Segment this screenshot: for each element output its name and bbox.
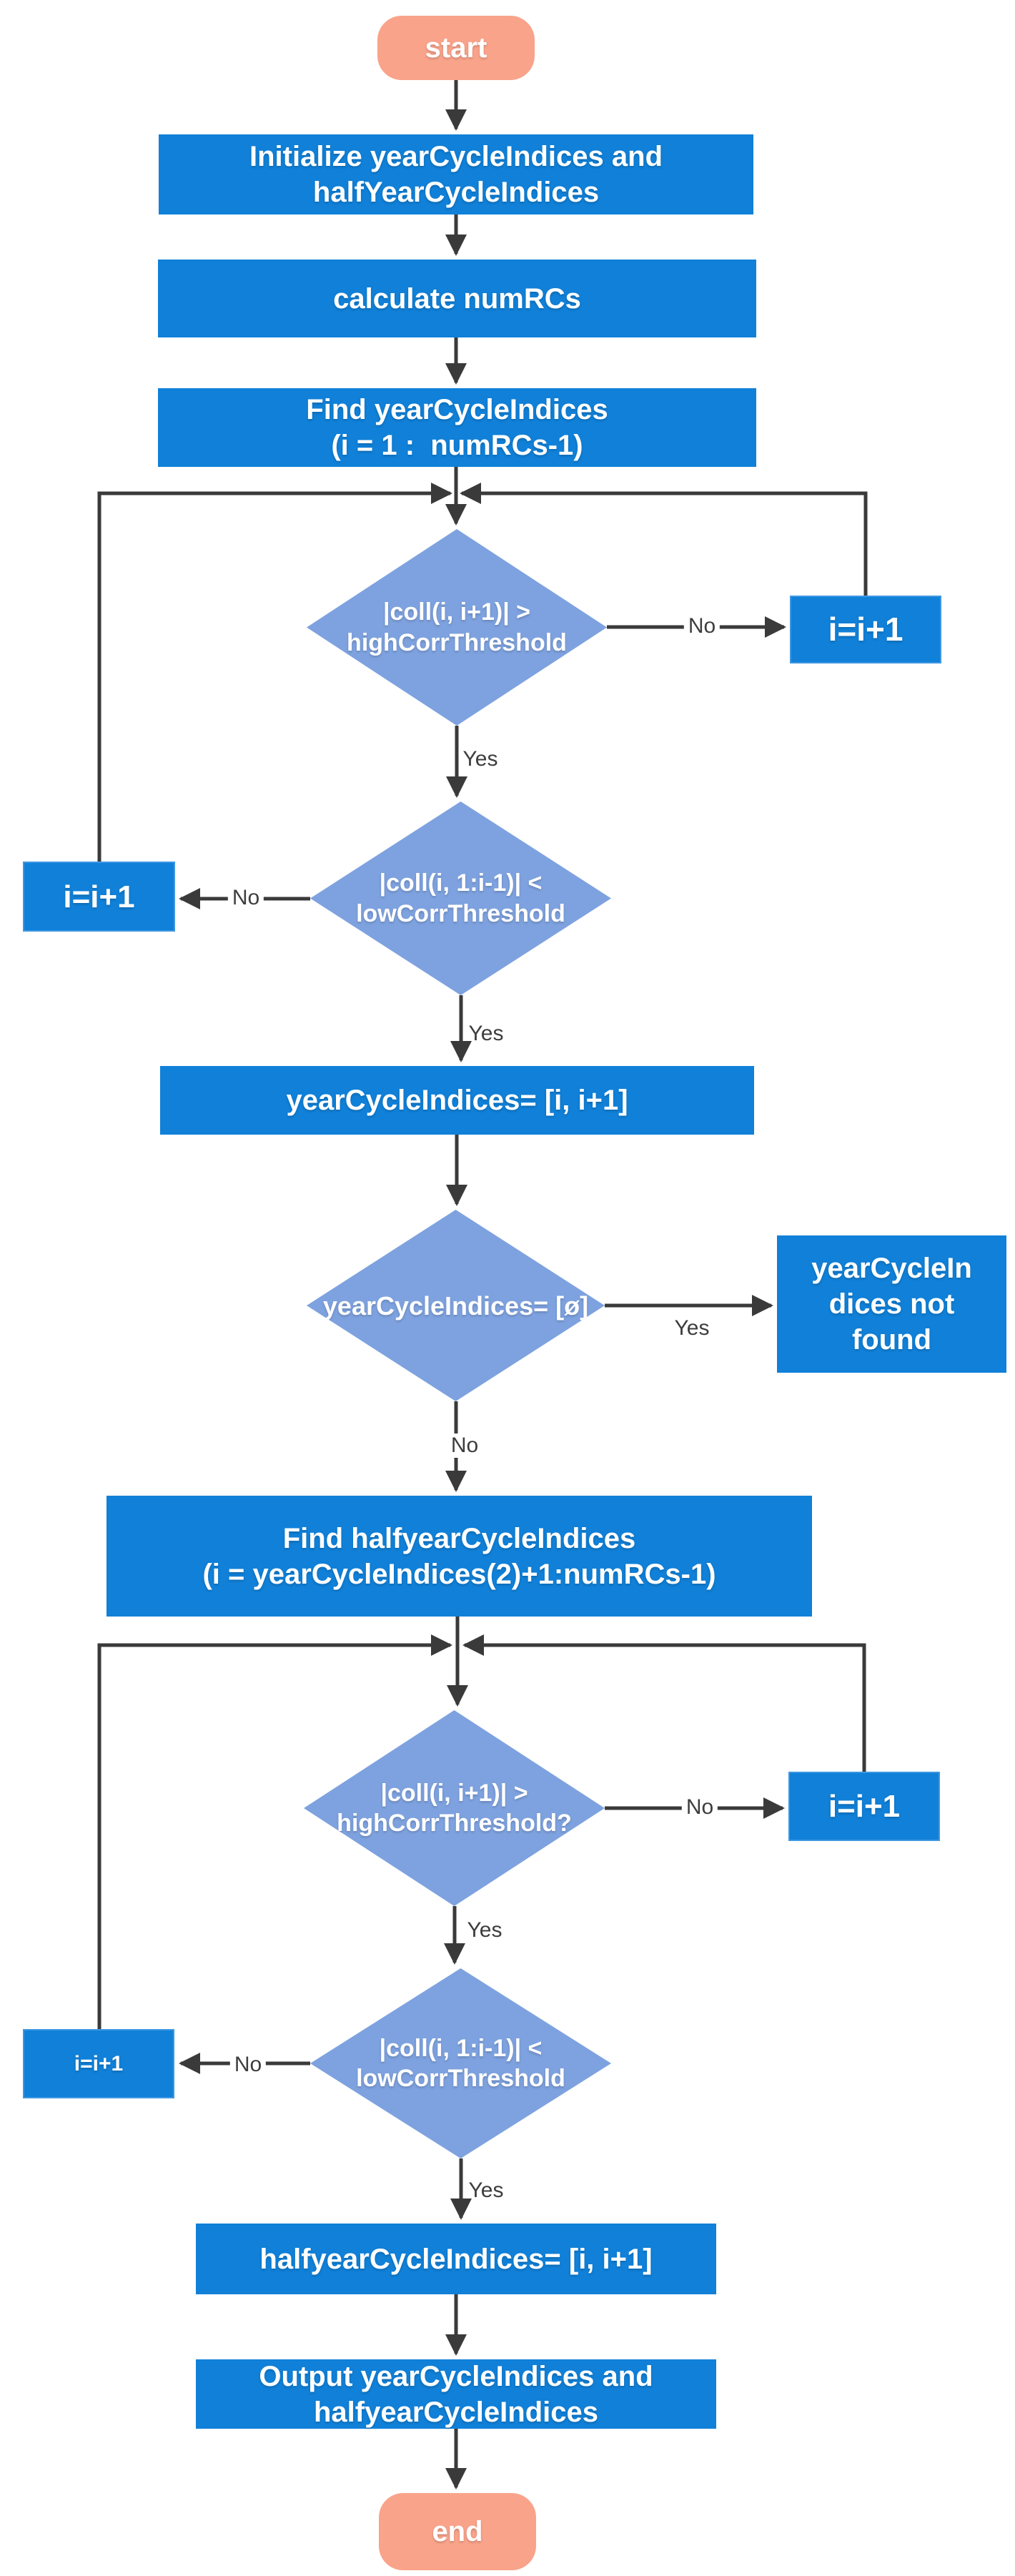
edge-loop-left-2 [97, 1634, 452, 2029]
output-box: Output yearCycleIndices and halfyearCycl… [196, 2359, 716, 2429]
edge-label-no-3: No [446, 1433, 483, 1458]
increment-left-2: i=i+1 [23, 2029, 174, 2098]
increment-left-1: i=i+1 [23, 862, 175, 932]
edge-label-yes-2: Yes [468, 1022, 504, 1045]
edge-label-yes-5: Yes [468, 2178, 504, 2202]
init-box: Initialize yearCycleIndices and halfYear… [159, 134, 753, 214]
edge-loop-right-2 [462, 1634, 866, 1772]
increment-right-1: i=i+1 [790, 596, 941, 663]
notfound-box: yearCycleIn dices not found [777, 1235, 1006, 1373]
edge-label-no-1: No [683, 614, 721, 638]
find-halfyearcycle-box: Find halfyearCycleIndices (i = yearCycle… [107, 1496, 812, 1617]
start-node: start [377, 16, 535, 80]
edge-label-yes-1: Yes [462, 747, 498, 771]
set-yearcycle-box: yearCycleIndices= [i, i+1] [160, 1066, 754, 1135]
edge-label-no-2: No [227, 886, 264, 910]
edge-loop-right-1 [460, 483, 868, 596]
edge-label-no-5: No [229, 2053, 267, 2077]
edge-label-no-4: No [681, 1795, 718, 1820]
find-yearcycle-box: Find yearCycleIndices (i = 1 : numRCs-1) [158, 388, 756, 467]
edge-label-yes-3: Yes [674, 1316, 710, 1340]
edge-label-yes-4: Yes [467, 1918, 502, 1942]
increment-right-2: i=i+1 [788, 1772, 940, 1841]
edge-loop-left-1 [97, 483, 452, 862]
end-node: end [379, 2493, 536, 2570]
calc-numrcs-box: calculate numRCs [158, 260, 756, 337]
set-halfyearcycle-box: halfyearCycleIndices= [i, i+1] [196, 2224, 716, 2294]
